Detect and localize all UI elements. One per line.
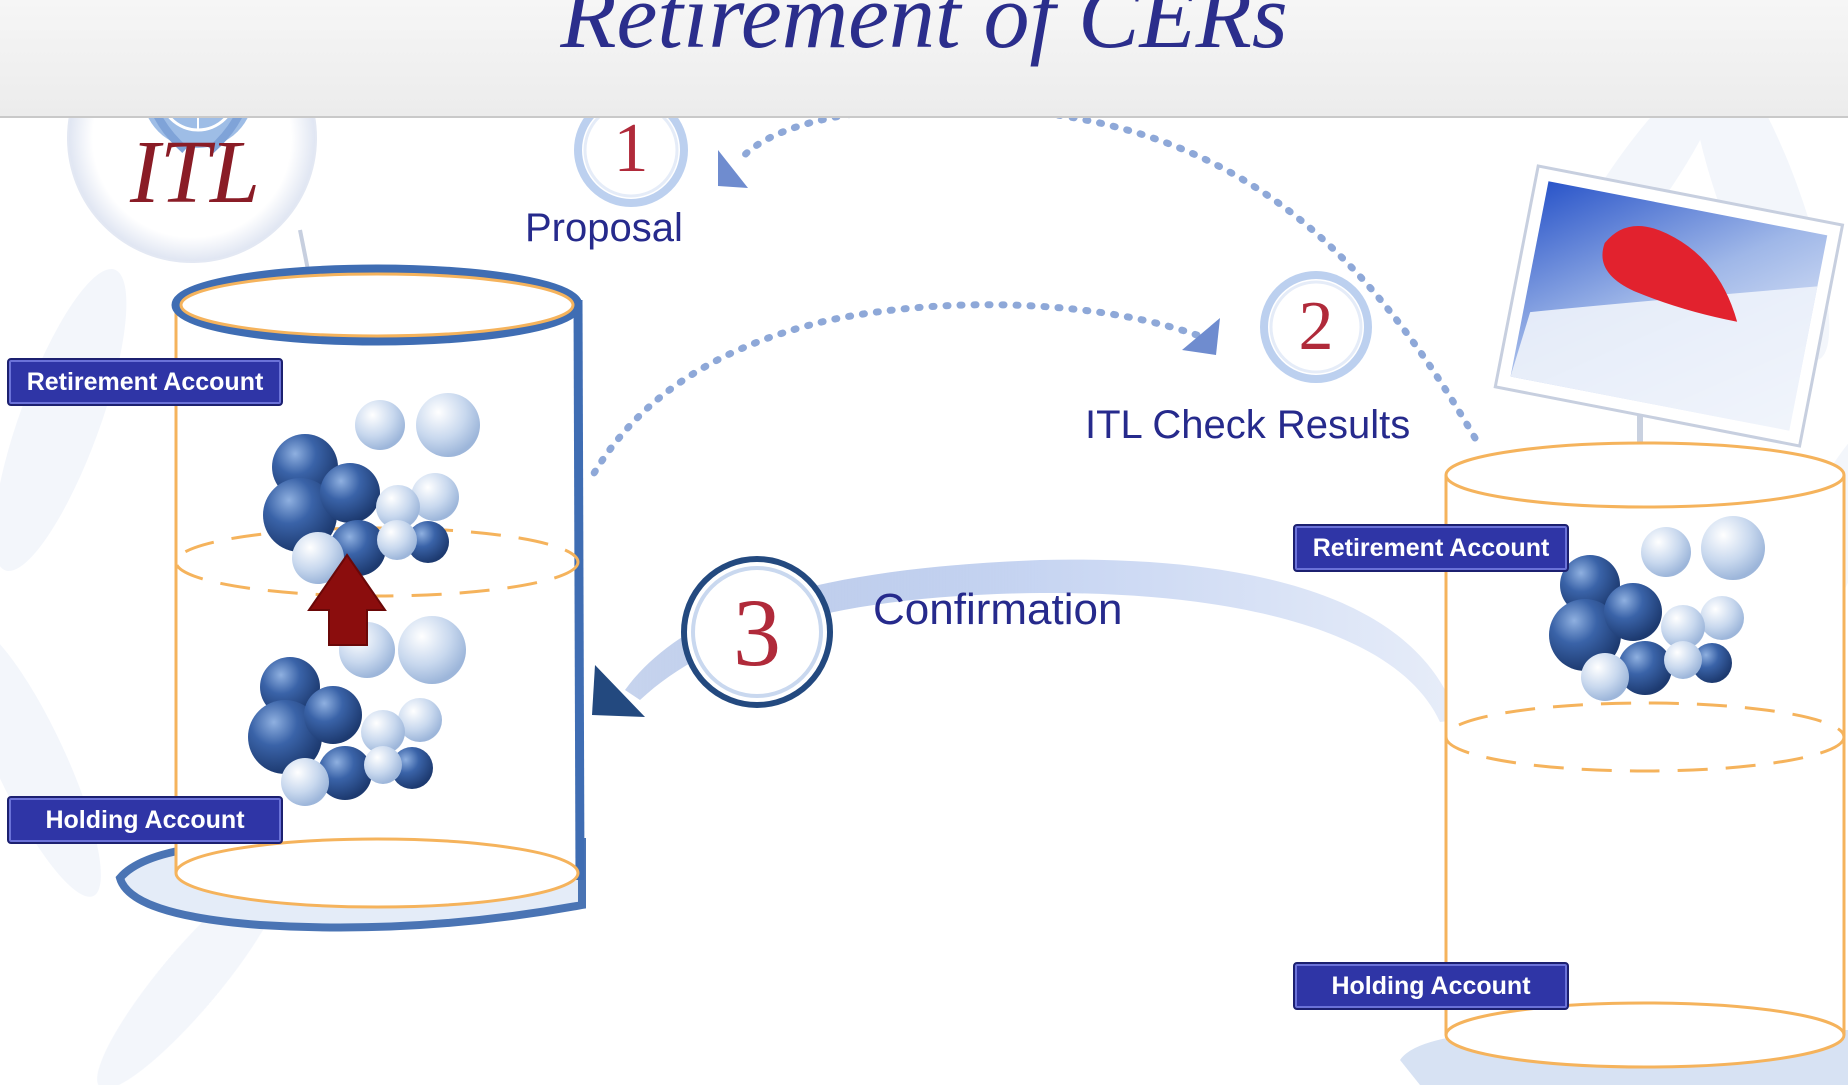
- left-holding-bubbles: [248, 616, 466, 806]
- step3-arrowhead: [592, 665, 645, 717]
- step2-dotted-arc: [586, 301, 1214, 484]
- step2-label: ITL Check Results: [1085, 403, 1411, 447]
- step1-number: 1: [613, 110, 649, 187]
- step3-sweep: [625, 559, 1458, 722]
- left-retirement-account-label: Retirement Account: [7, 358, 283, 406]
- step2-badge: [1260, 271, 1372, 383]
- step2-arrowhead: [1182, 318, 1220, 355]
- left-holding-account-label: Holding Account: [7, 796, 283, 844]
- right-holding-account-label: Holding Account: [1293, 962, 1569, 1010]
- step3-badge: [681, 556, 833, 708]
- retire-up-arrow: [307, 553, 387, 646]
- step3-label: Confirmation: [873, 585, 1123, 634]
- step1-dotted-arc: [736, 104, 1479, 442]
- slide-title: Retirement of CERs: [560, 0, 1288, 67]
- title-band: [0, 0, 1848, 118]
- step1-arrowhead: [718, 150, 748, 188]
- right-retirement-bubbles: [1549, 516, 1765, 701]
- step1-label: Proposal: [525, 206, 683, 250]
- step2-number: 2: [1298, 288, 1334, 365]
- right-retirement-account-label: Retirement Account: [1293, 524, 1569, 572]
- itl-logo-text: ITL: [129, 123, 261, 222]
- step3-number: 3: [733, 579, 781, 686]
- japan-flag-icon: [1493, 164, 1845, 465]
